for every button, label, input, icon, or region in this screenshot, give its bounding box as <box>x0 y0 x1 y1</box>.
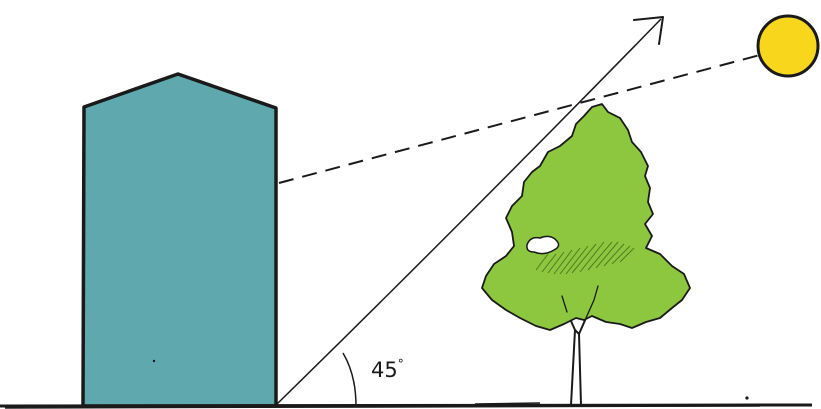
angle-label: 45° <box>371 357 404 382</box>
ground-dot <box>745 396 748 399</box>
building-dot <box>153 360 155 362</box>
tree-canopy <box>482 104 690 330</box>
angle-arc <box>343 353 356 406</box>
sun <box>758 16 818 76</box>
tree-trunk <box>567 312 586 405</box>
building <box>83 74 276 406</box>
